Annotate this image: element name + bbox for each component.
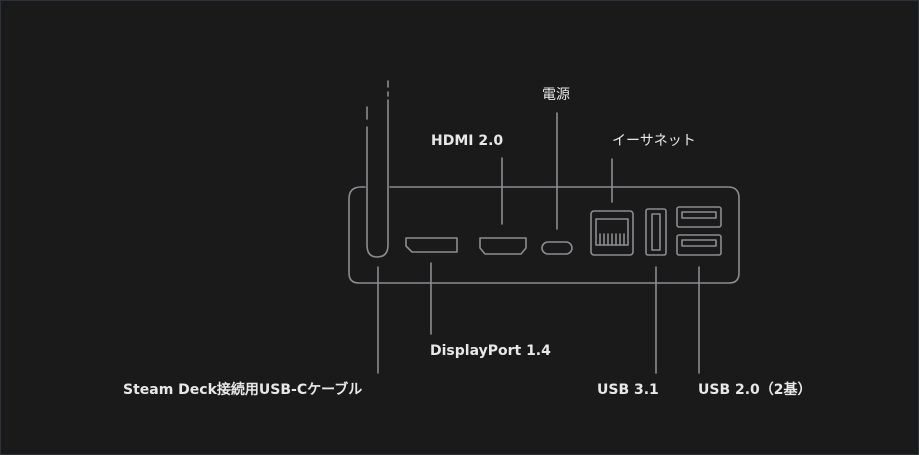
label-displayport: DisplayPort 1.4 [430,343,551,359]
dock-body [348,186,740,284]
usb20-port-bottom [676,234,722,256]
usb31-port [645,208,667,256]
usb-c-cable [366,99,389,258]
hdmi-port [479,237,527,255]
usb20-port-top [676,206,722,228]
label-usb20: USB 2.0（2基） [698,382,812,398]
label-ethernet: イーサネット [612,133,696,149]
usb31-port-tongue [651,213,661,251]
label-power: 電源 [542,87,570,103]
usb20-port-top-tongue [681,211,717,219]
displayport-port [405,237,458,253]
power-port [541,241,573,255]
label-hdmi: HDMI 2.0 [431,133,504,149]
label-cable: Steam Deck接続用USB-Cケーブル [123,382,363,398]
usb20-port-bottom-tongue [681,239,717,247]
ethernet-port-pins [599,233,625,246]
ethernet-port [590,210,634,256]
label-usb31: USB 3.1 [597,382,659,398]
